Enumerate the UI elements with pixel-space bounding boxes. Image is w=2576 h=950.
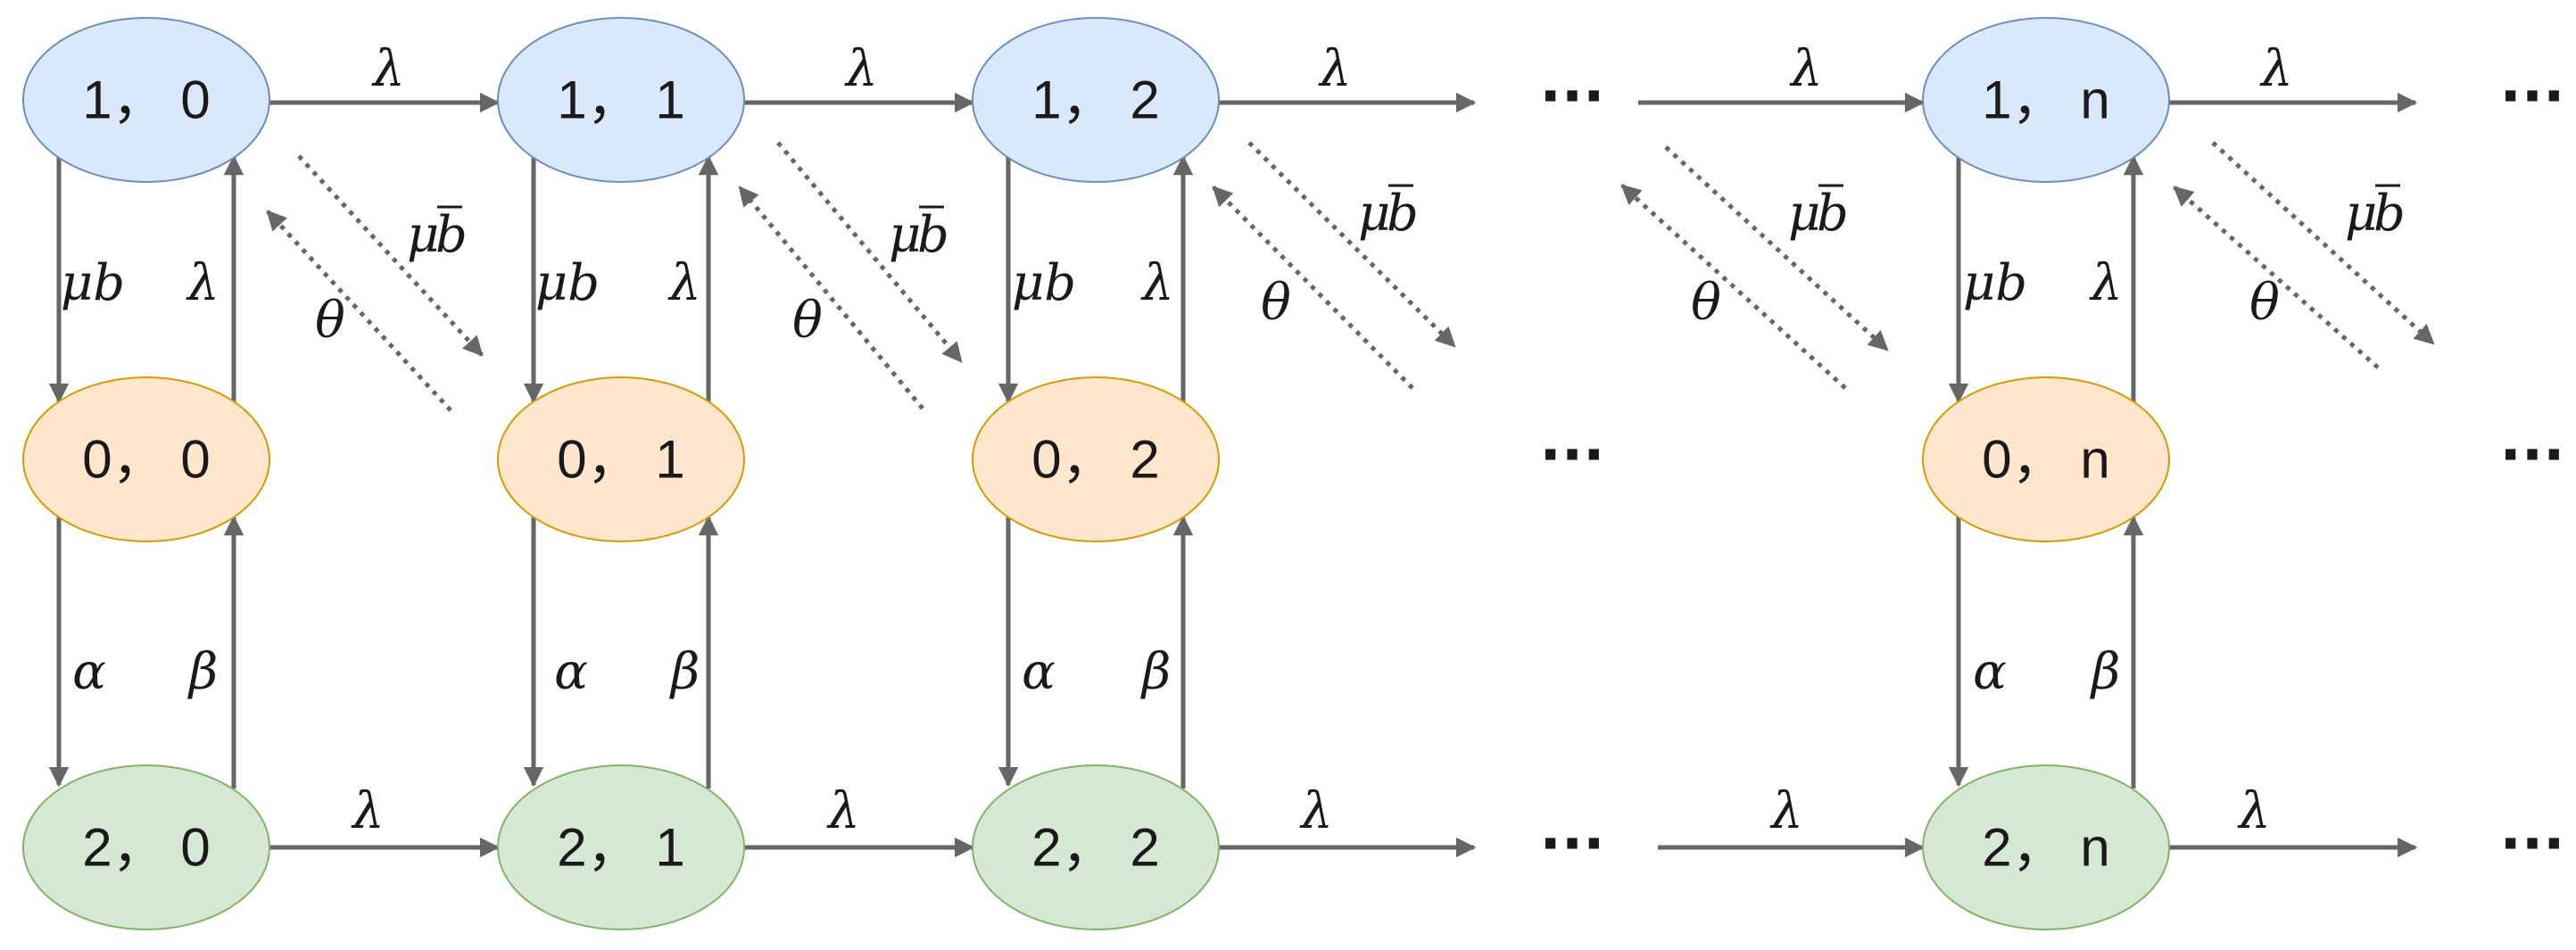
svg-text:μ: μ xyxy=(889,206,921,264)
label-theta-n: θ xyxy=(2249,274,2280,332)
label-mub-1: μb xyxy=(535,254,600,312)
edge-labels: λ λ λ λ λ λ λ λ λ λ μb λ α β μb λ α β μb… xyxy=(61,40,2293,840)
label-theta-1: θ xyxy=(792,292,823,350)
node-label-1-2: 1， 2 xyxy=(1031,70,1159,130)
node-2-1 xyxy=(497,764,745,930)
node-2-2 xyxy=(972,764,1220,930)
nodes xyxy=(22,17,2170,930)
node-1-1 xyxy=(497,17,745,183)
node-label-0-2: 0， 2 xyxy=(1031,430,1159,490)
label-lambda-bottom-4: λ xyxy=(1769,782,1803,840)
node-0-0 xyxy=(22,376,270,542)
arrow-mub-bar-3 xyxy=(1664,145,1889,351)
vertical-arrows xyxy=(48,153,2144,789)
ellipses: ··· ··· ··· ··· ··· ··· xyxy=(1540,64,2565,878)
arrow-mub-bar-n xyxy=(2211,141,2435,345)
arrow-theta-1 xyxy=(738,186,924,410)
node-label-0-1: 0， 1 xyxy=(557,430,684,490)
node-2-0 xyxy=(22,764,270,930)
label-lambda-up-n: λ xyxy=(2089,254,2123,312)
ellipsis-middle-mid: ··· xyxy=(1540,423,1605,489)
ellipsis-top-mid: ··· xyxy=(1540,64,1605,130)
arrow-theta-n xyxy=(2173,186,2380,369)
arrow-theta-3 xyxy=(1620,184,1847,390)
label-theta-0: θ xyxy=(315,292,345,350)
label-mub-bar-0: μ b xyxy=(407,205,468,264)
label-mub-bar-n: μ b xyxy=(2345,184,2406,243)
label-beta-n: β xyxy=(2090,643,2120,701)
svg-text:μ: μ xyxy=(2345,185,2377,243)
arrow-mub-bar-0 xyxy=(297,154,484,357)
node-label-1-1: 1， 1 xyxy=(557,70,684,130)
label-lambda-up-1: λ xyxy=(667,254,701,312)
label-lambda-up-2: λ xyxy=(1140,254,1174,312)
mub-bar-labels: μ b μ b μ b μ b μ b xyxy=(407,184,2406,264)
label-mub-2: μb xyxy=(1012,254,1076,312)
ellipsis-bottom-mid: ··· xyxy=(1540,812,1605,878)
svg-text:b: b xyxy=(1817,185,1849,243)
node-label-2-n: 2， n xyxy=(1982,818,2109,878)
arrow-mub-bar-1 xyxy=(776,141,963,363)
label-alpha-n: α xyxy=(1973,643,2007,701)
arrow-theta-0 xyxy=(266,210,452,412)
label-alpha-0: α xyxy=(72,643,106,701)
label-lambda-top-1: λ xyxy=(371,40,405,98)
svg-text:b: b xyxy=(2373,185,2406,243)
arrow-theta-2 xyxy=(1212,186,1414,390)
svg-text:μ: μ xyxy=(407,206,439,264)
label-mub-n: μb xyxy=(1963,254,2027,312)
label-alpha-2: α xyxy=(1022,643,1056,701)
svg-text:b: b xyxy=(917,206,949,264)
label-lambda-top-5: λ xyxy=(2259,40,2293,98)
ellipsis-middle-right: ··· xyxy=(2500,423,2565,489)
node-label-0-0: 0， 0 xyxy=(82,430,210,490)
label-beta-2: β xyxy=(1140,643,1171,701)
svg-text:μ: μ xyxy=(1788,185,1820,243)
node-label-1-n: 1， n xyxy=(1982,70,2109,130)
node-labels: 1， 0 1， 1 1， 2 1， n 0， 0 0， 1 0， 2 0， n … xyxy=(82,70,2109,878)
label-lambda-bottom-1: λ xyxy=(351,782,385,840)
label-theta-2: θ xyxy=(1261,274,1291,332)
node-0-1 xyxy=(497,376,745,542)
node-label-1-0: 1， 0 xyxy=(82,70,210,130)
label-alpha-1: α xyxy=(554,643,588,701)
label-beta-1: β xyxy=(669,643,700,701)
label-lambda-top-4: λ xyxy=(1789,40,1823,98)
node-label-2-2: 2， 2 xyxy=(1031,818,1159,878)
svg-text:μ: μ xyxy=(1358,185,1390,243)
svg-text:b: b xyxy=(435,206,468,264)
label-lambda-top-3: λ xyxy=(1318,40,1352,98)
node-1-2 xyxy=(972,17,1220,183)
label-lambda-bottom-5: λ xyxy=(2237,782,2271,840)
svg-text:b: b xyxy=(1387,185,1419,243)
label-theta-3: θ xyxy=(1691,274,1721,332)
ellipsis-bottom-right: ··· xyxy=(2500,812,2565,878)
node-label-0-n: 0， n xyxy=(1982,430,2109,490)
ellipsis-top-right: ··· xyxy=(2500,64,2565,130)
node-0-n xyxy=(1922,376,2170,542)
label-beta-0: β xyxy=(187,643,218,701)
node-label-2-1: 2， 1 xyxy=(557,818,684,878)
label-mub-bar-3: μ b xyxy=(1788,184,1849,243)
node-2-n xyxy=(1922,764,2170,930)
label-lambda-up-0: λ xyxy=(186,254,219,312)
node-1-n xyxy=(1922,17,2170,183)
label-lambda-bottom-2: λ xyxy=(826,782,860,840)
diagonal-arrows xyxy=(266,141,2435,412)
node-1-0 xyxy=(22,17,270,183)
label-mub-bar-2: μ b xyxy=(1358,184,1419,243)
label-lambda-top-2: λ xyxy=(844,40,878,98)
node-label-2-0: 2， 0 xyxy=(82,818,210,878)
label-mub-bar-1: μ b xyxy=(889,205,949,264)
label-lambda-bottom-3: λ xyxy=(1299,782,1333,840)
label-mub-0: μb xyxy=(61,254,125,312)
node-0-2 xyxy=(972,376,1220,542)
